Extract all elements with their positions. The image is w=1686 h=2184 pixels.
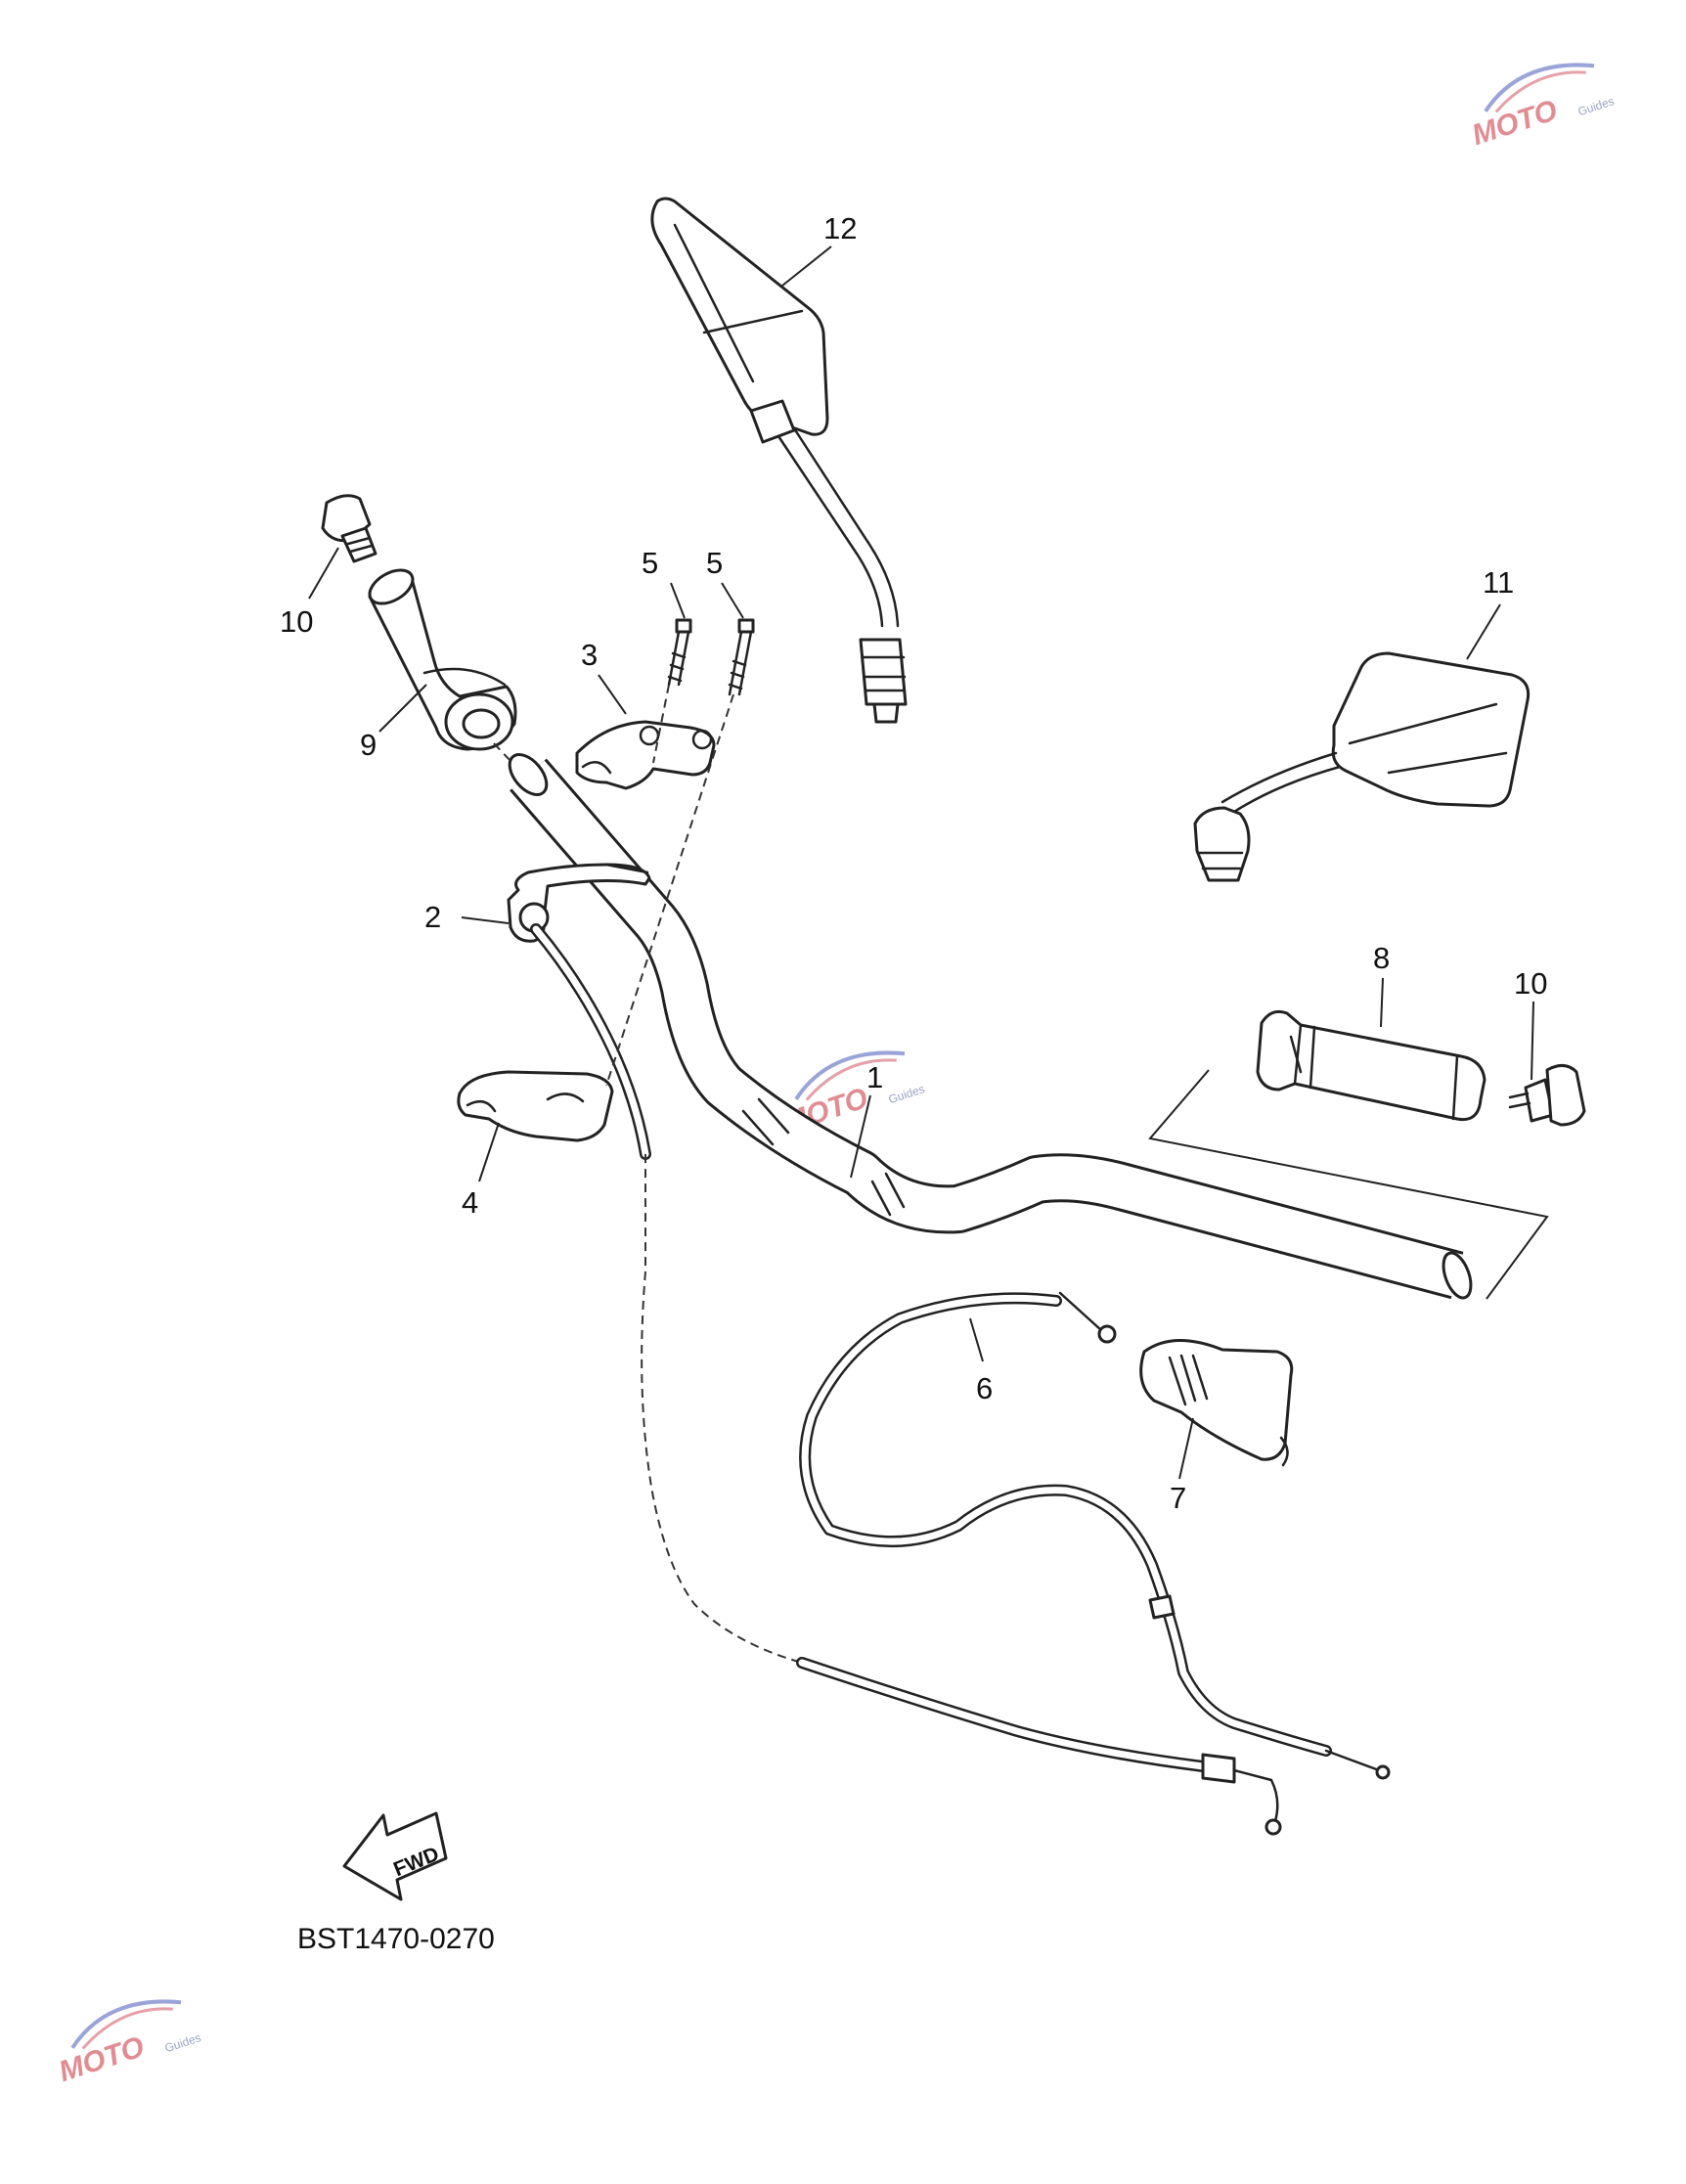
throttle-housing-illustration (507, 863, 651, 943)
callout-7: 7 (1170, 1481, 1186, 1515)
callout-4: 4 (462, 1185, 478, 1220)
watermark-brand: MOTO (1468, 94, 1561, 152)
left-grip-illustration (368, 568, 517, 751)
callout-10-left: 10 (280, 604, 313, 639)
throttle-cable-upper-illustration (799, 1291, 1391, 1780)
lower-holder-illustration (457, 1070, 614, 1142)
watermark-brand: MOTO (55, 2030, 148, 2088)
callout-5-right: 5 (706, 546, 723, 580)
watermark-sub: Guides (163, 2030, 202, 2055)
bolt-left-illustration (667, 618, 692, 687)
callout-11: 11 (1483, 565, 1514, 600)
handlebar-illustration (508, 753, 1473, 1300)
upper-holder-illustration (575, 720, 716, 790)
cable-boot-illustration (1139, 1339, 1294, 1467)
callout-2: 2 (424, 900, 441, 934)
callout-1: 1 (866, 1060, 883, 1094)
watermark-logo-top-right: MOTO Guides (1468, 63, 1616, 152)
leader-lines (308, 245, 1534, 1480)
callout-labels: 1 2 3 4 5 5 6 7 8 9 10 10 11 12 (280, 211, 1547, 1515)
assembly-line-bolt-right (605, 693, 734, 1087)
forward-direction-arrow: FWD (342, 1811, 448, 1901)
bolt-right-illustration (728, 618, 755, 696)
grip-projection-box (1148, 1069, 1549, 1300)
callout-6: 6 (976, 1371, 993, 1405)
left-mirror-illustration (650, 197, 908, 724)
assembly-line-grip (493, 742, 511, 762)
watermark-sub: Guides (887, 1082, 926, 1106)
right-bar-end-illustration (1508, 1064, 1586, 1127)
watermark-sub: Guides (1576, 94, 1616, 118)
callout-3: 3 (581, 638, 598, 672)
right-grip-illustration (1256, 1009, 1486, 1122)
callout-12: 12 (823, 211, 857, 245)
left-bar-end-illustration (321, 494, 377, 563)
callout-8: 8 (1373, 941, 1390, 975)
callout-10-right: 10 (1514, 966, 1547, 1001)
assembly-line-bolt-left (652, 684, 670, 764)
watermark-logo-bottom-left: MOTO Guides (55, 1999, 202, 2088)
right-mirror-illustration (1193, 651, 1531, 882)
callout-5-left: 5 (642, 546, 658, 580)
diagram-code: BST1470-0270 (297, 1923, 495, 1955)
throttle-cable-lower-illustration (530, 923, 1282, 1836)
callout-9: 9 (360, 728, 377, 762)
